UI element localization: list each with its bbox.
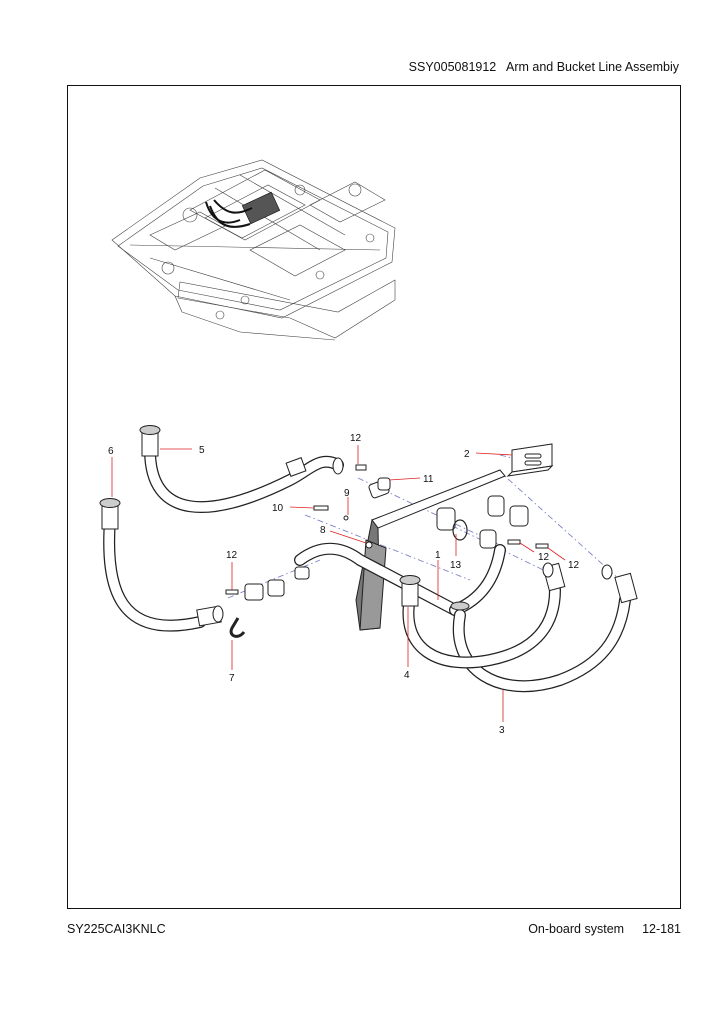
callout-2: 2 bbox=[464, 449, 470, 460]
page-header: SSY005081912 Arm and Bucket Line Assembi… bbox=[409, 60, 679, 74]
callout-12b: 12 bbox=[538, 552, 550, 563]
callout-10: 10 bbox=[272, 503, 284, 514]
callout-1: 1 bbox=[435, 550, 441, 561]
doc-code: SSY005081912 bbox=[408, 60, 497, 74]
callout-7: 7 bbox=[229, 673, 235, 684]
u-clip bbox=[229, 617, 246, 638]
callout-13: 13 bbox=[450, 560, 462, 571]
footer-section: On-board system bbox=[528, 922, 625, 936]
callout-12c: 12 bbox=[568, 560, 580, 571]
bolts bbox=[225, 464, 549, 595]
callout-8: 8 bbox=[320, 525, 326, 536]
callout-11: 11 bbox=[423, 474, 434, 485]
callout-5: 5 bbox=[199, 445, 205, 456]
callout-4: 4 bbox=[404, 670, 410, 681]
callout-12: 12 bbox=[350, 433, 362, 444]
footer-page: 12-181 bbox=[642, 922, 681, 936]
flange-clamps bbox=[244, 477, 529, 601]
callout-6: 6 bbox=[108, 446, 114, 457]
callout-12d: 12 bbox=[226, 550, 238, 561]
footer-model: SY225CAI3KNLC bbox=[67, 922, 166, 936]
footer-info: On-board system 12-181 bbox=[510, 922, 681, 936]
drawing-frame bbox=[67, 85, 681, 909]
o-ring bbox=[452, 519, 468, 541]
doc-title: Arm and Bucket Line Assembiy bbox=[506, 60, 679, 74]
bracket-plate bbox=[506, 443, 554, 477]
callout-3: 3 bbox=[499, 725, 505, 736]
callout-9: 9 bbox=[344, 488, 350, 499]
machine-locator-view bbox=[111, 159, 396, 341]
